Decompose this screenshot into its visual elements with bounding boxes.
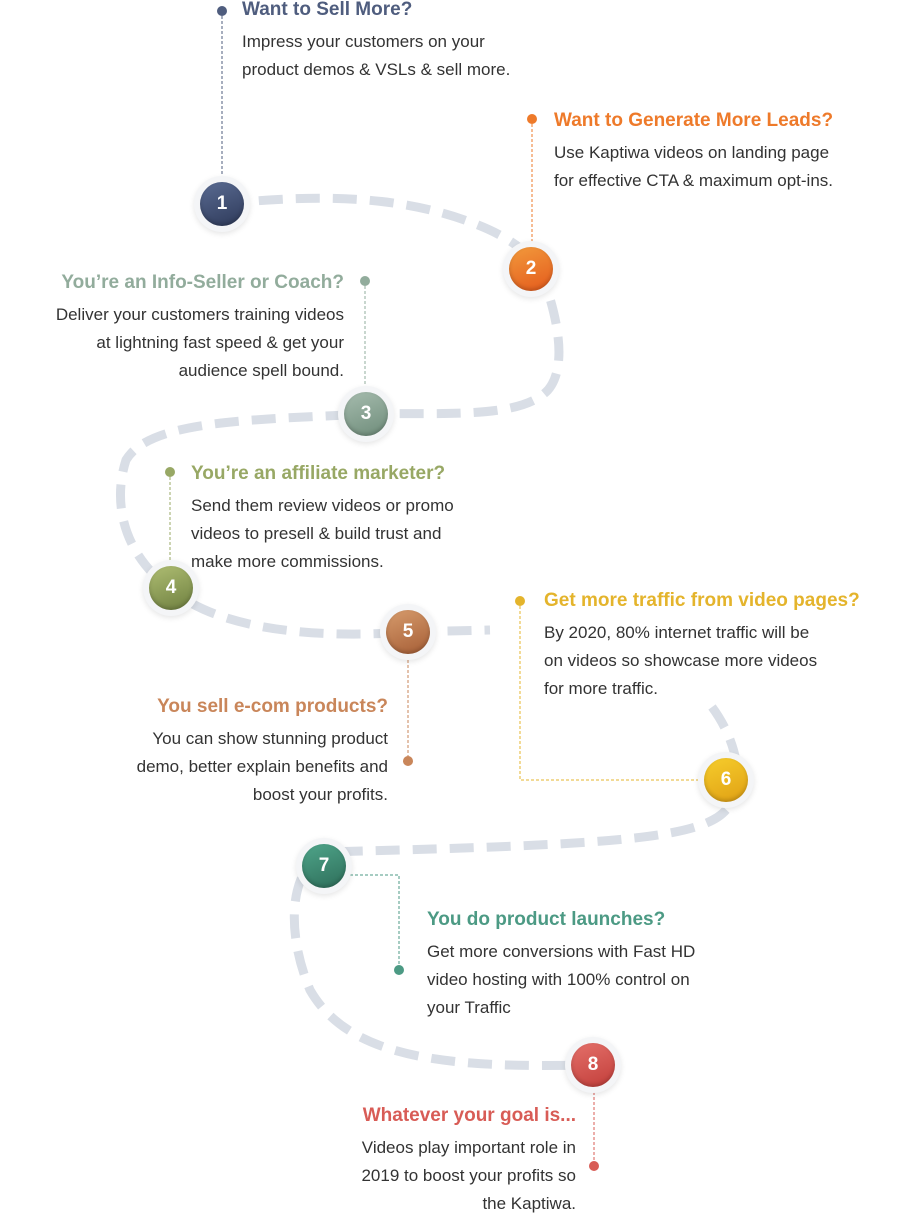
desc-line: Send them review videos or promo	[191, 496, 454, 515]
desc-line: for more traffic.	[544, 679, 658, 698]
step-text-6: Get more traffic from video pages? By 20…	[544, 589, 914, 703]
step-number: 7	[302, 844, 346, 888]
desc-line: make more commissions.	[191, 552, 384, 571]
connector-6	[519, 601, 698, 781]
connector-dot-5	[403, 756, 413, 766]
step-text-2: Want to Generate More Leads? Use Kaptiwa…	[554, 109, 914, 195]
desc-line: Videos play important role in	[361, 1138, 576, 1157]
step-title: You do product launches?	[427, 909, 666, 930]
step-node-6: 6	[698, 752, 754, 808]
desc-line: Deliver your customers training videos	[55, 305, 344, 324]
desc-line: the Kaptiwa.	[482, 1194, 576, 1213]
step-number: 5	[386, 610, 430, 654]
desc-line: boost your profits.	[252, 785, 388, 804]
step-text-1: Want to Sell More? Impress your customer…	[242, 0, 602, 84]
step-title: You’re an affiliate marketer?	[191, 463, 446, 484]
step-title: You’re an Info-Seller or Coach?	[61, 272, 344, 293]
connector-dot-4	[165, 467, 175, 477]
step-description: Get more conversions with Fast HD video …	[427, 938, 787, 1022]
step-title: Want to Sell More?	[242, 0, 413, 20]
desc-line: your Traffic	[427, 998, 511, 1017]
connector-dot-7	[394, 965, 404, 975]
desc-line: for effective CTA & maximum opt-ins.	[554, 171, 834, 190]
connector-dot-2	[527, 114, 537, 124]
step-text-4: You’re an affiliate marketer? Send them …	[191, 462, 531, 576]
step-node-2: 2	[503, 241, 559, 297]
step-description: By 2020, 80% internet traffic will be on…	[544, 619, 914, 703]
step-description: Use Kaptiwa videos on landing page for e…	[554, 139, 914, 195]
step-title: Want to Generate More Leads?	[554, 110, 834, 131]
desc-line: at lightning fast speed & get your	[96, 333, 344, 352]
step-text-7: You do product launches? Get more conver…	[427, 908, 787, 1022]
step-node-1: 1	[194, 176, 250, 232]
step-node-4: 4	[143, 560, 199, 616]
step-node-3: 3	[338, 386, 394, 442]
desc-line: demo, better explain benefits and	[136, 757, 388, 776]
step-text-5: You sell e-com products? You can show st…	[60, 695, 388, 809]
step-title: Whatever your goal is...	[362, 1105, 576, 1126]
step-description: Impress your customers on your product d…	[242, 28, 602, 84]
step-node-7: 7	[296, 838, 352, 894]
desc-line: videos to presell & build trust and	[191, 524, 442, 543]
step-number: 6	[704, 758, 748, 802]
step-node-8: 8	[565, 1037, 621, 1093]
connector-dot-1	[217, 6, 227, 16]
step-description: Send them review videos or promo videos …	[191, 492, 531, 576]
desc-line: 2019 to boost your profits so	[361, 1166, 576, 1185]
desc-line: video hosting with 100% control on	[427, 970, 690, 989]
connector-7	[350, 874, 400, 970]
step-number: 4	[149, 566, 193, 610]
desc-line: product demos & VSLs & sell more.	[242, 60, 511, 79]
desc-line: Impress your customers on your	[242, 32, 485, 51]
step-number: 3	[344, 392, 388, 436]
step-text-8: Whatever your goal is... Videos play imp…	[256, 1104, 576, 1218]
step-node-5: 5	[380, 604, 436, 660]
step-number: 8	[571, 1043, 615, 1087]
desc-line: By 2020, 80% internet traffic will be	[544, 623, 810, 642]
step-text-3: You’re an Info-Seller or Coach? Deliver …	[0, 271, 344, 385]
connector-dot-6	[515, 596, 525, 606]
step-number: 2	[509, 247, 553, 291]
desc-line: on videos so showcase more videos	[544, 651, 818, 670]
connector-dot-8	[589, 1161, 599, 1171]
connector-dot-3	[360, 276, 370, 286]
step-title: You sell e-com products?	[157, 696, 388, 717]
desc-line: You can show stunning product	[152, 729, 388, 748]
step-number: 1	[200, 182, 244, 226]
step-title: Get more traffic from video pages?	[544, 590, 860, 611]
step-description: You can show stunning product demo, bett…	[60, 725, 388, 809]
step-description: Deliver your customers training videos a…	[0, 301, 344, 385]
step-description: Videos play important role in 2019 to bo…	[256, 1134, 576, 1218]
desc-line: audience spell bound.	[178, 361, 344, 380]
desc-line: Get more conversions with Fast HD	[427, 942, 696, 961]
desc-line: Use Kaptiwa videos on landing page	[554, 143, 830, 162]
